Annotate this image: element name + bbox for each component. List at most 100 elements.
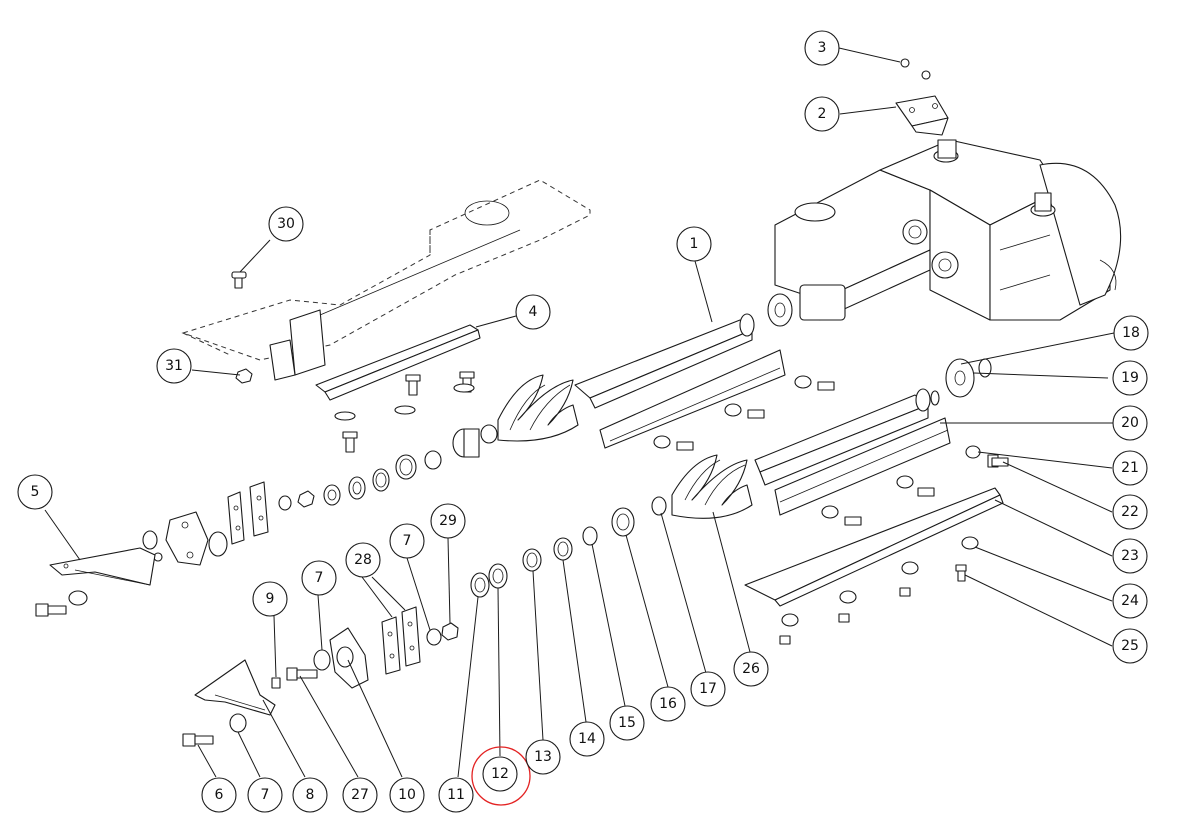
part-1-wear-strip — [599, 349, 786, 449]
balloon-label: 17 — [699, 681, 717, 697]
balloon-label: 10 — [398, 787, 416, 803]
parts-21-22 — [965, 445, 1009, 468]
part-23-scraper — [744, 487, 1004, 607]
part-4-strip — [315, 324, 481, 401]
balloon-label: 29 — [439, 513, 457, 529]
balloon-label: 5 — [31, 484, 40, 500]
balloon-4: 4 — [515, 294, 551, 330]
balloon-label: 6 — [215, 787, 224, 803]
balloon-label: 4 — [529, 304, 538, 320]
part-5-bracket — [49, 547, 156, 586]
balloon-14: 14 — [569, 721, 605, 757]
balloon-19: 19 — [1112, 360, 1148, 396]
balloon-label: 27 — [351, 787, 369, 803]
gearbox-assembly — [767, 139, 1122, 327]
balloon-label: 9 — [266, 591, 275, 607]
balloon-label: 24 — [1121, 593, 1139, 609]
balloon-label: 23 — [1121, 548, 1139, 564]
balloon-label: 31 — [165, 358, 183, 374]
frame-bolts — [334, 371, 475, 453]
balloon-27: 27 — [342, 777, 378, 813]
parts-6-7-lower — [182, 713, 247, 747]
balloon-3: 3 — [804, 30, 840, 66]
part-9-nipple — [271, 677, 281, 689]
balloon-7-mid: 7 — [301, 560, 337, 596]
balloon-label: 19 — [1121, 370, 1139, 386]
balloon-label: 21 — [1121, 460, 1139, 476]
parts-18-19 — [945, 358, 992, 398]
balloon-label: 2 — [818, 106, 827, 122]
balloon-label: 3 — [818, 40, 827, 56]
balloon-5: 5 — [17, 474, 53, 510]
upper-flange-bearing — [142, 511, 228, 566]
balloon-label: 16 — [659, 696, 677, 712]
balloon-9: 9 — [252, 581, 288, 617]
upper-bearing-stack — [278, 424, 498, 511]
balloon-6: 6 — [201, 777, 237, 813]
balloon-1: 1 — [676, 226, 712, 262]
balloon-13: 13 — [525, 739, 561, 775]
balloon-label: 26 — [742, 661, 760, 677]
part-31-nut — [235, 368, 253, 384]
lower-bearing-stack — [470, 496, 667, 598]
balloon-label: 8 — [306, 787, 315, 803]
upper-bolt-washer — [35, 590, 88, 617]
balloon-11: 11 — [438, 777, 474, 813]
balloon-2: 2 — [804, 96, 840, 132]
balloon-label: 11 — [447, 787, 465, 803]
part-2-bracket — [895, 95, 949, 136]
middle-bolts-washers — [653, 375, 935, 645]
balloon-31: 31 — [156, 348, 192, 384]
highlight-ring — [471, 746, 531, 806]
balloon-label: 13 — [534, 749, 552, 765]
part-8-bracket — [194, 659, 276, 716]
balloon-18: 18 — [1113, 315, 1149, 351]
balloon-label: 14 — [578, 731, 596, 747]
balloon-15: 15 — [609, 705, 645, 741]
balloon-22: 22 — [1112, 494, 1148, 530]
part-20-auger-shaft — [671, 388, 940, 519]
balloon-label: 30 — [277, 216, 295, 232]
balloon-8: 8 — [292, 777, 328, 813]
balloon-24: 24 — [1112, 583, 1148, 619]
balloon-21: 21 — [1112, 450, 1148, 486]
balloon-12: 12 — [482, 756, 518, 792]
frame-housing — [181, 179, 591, 381]
part-10-flange-bearing — [313, 627, 369, 689]
balloon-26: 26 — [733, 651, 769, 687]
balloon-16: 16 — [650, 686, 686, 722]
part-27-bolt — [286, 667, 318, 681]
part-30-bolt — [231, 271, 247, 289]
part-20-wear-strip — [774, 417, 951, 516]
balloon-7-upper: 7 — [389, 523, 425, 559]
part-1-auger-shaft — [497, 313, 755, 442]
balloon-10: 10 — [389, 777, 425, 813]
left-plates — [227, 481, 269, 545]
balloon-label: 7 — [315, 570, 324, 586]
balloon-label: 1 — [690, 236, 699, 252]
balloon-28: 28 — [345, 542, 381, 578]
part-3-screws — [900, 58, 931, 80]
balloon-20: 20 — [1112, 405, 1148, 441]
part-29-nut — [426, 622, 459, 646]
balloon-17: 17 — [690, 671, 726, 707]
balloon-label: 15 — [618, 715, 636, 731]
balloon-label: 7 — [261, 787, 270, 803]
balloon-label: 7 — [403, 533, 412, 549]
balloon-label: 18 — [1122, 325, 1140, 341]
balloon-label: 20 — [1121, 415, 1139, 431]
parts-24-25 — [955, 536, 979, 582]
balloon-label: 25 — [1121, 638, 1139, 654]
balloons: 1 2 3 4 5 6 7 7 7 8 9 10 11 12 13 14 15 … — [17, 30, 1149, 813]
balloon-7-lower: 7 — [247, 777, 283, 813]
balloon-23: 23 — [1112, 538, 1148, 574]
balloon-25: 25 — [1112, 628, 1148, 664]
leader-lines — [44, 47, 1115, 778]
balloon-label: 22 — [1121, 504, 1139, 520]
balloon-30: 30 — [268, 206, 304, 242]
balloon-29: 29 — [430, 503, 466, 539]
balloon-label: 12 — [491, 766, 509, 782]
parts-28-plates — [381, 606, 421, 675]
balloon-label: 28 — [354, 552, 372, 568]
